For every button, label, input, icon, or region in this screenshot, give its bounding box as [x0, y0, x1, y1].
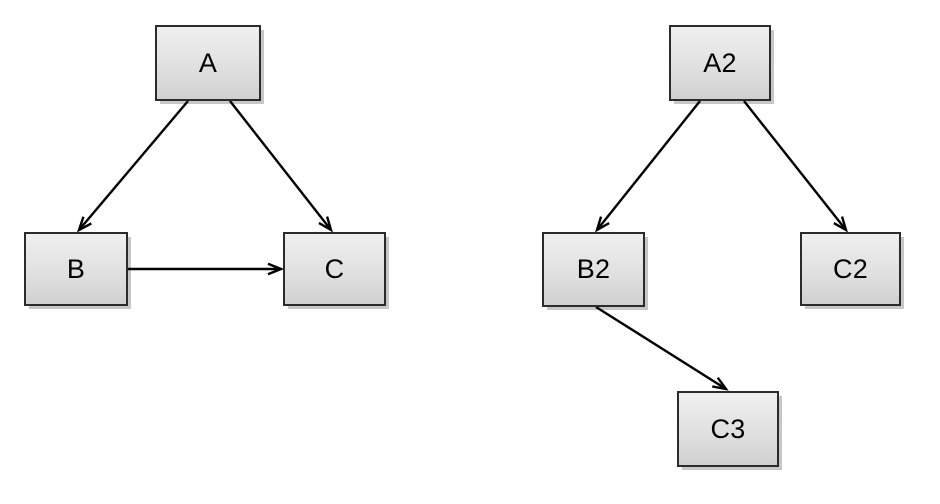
arrowhead-icon [76, 216, 92, 233]
node-label-c2: C2 [833, 253, 868, 284]
edge-a-c [229, 100, 333, 233]
edge-a2-b2 [594, 100, 701, 233]
node-b[interactable]: B [24, 232, 128, 306]
edge-b2-c3 [595, 305, 729, 391]
arrowhead-icon [318, 216, 333, 233]
edge-a-b [76, 100, 189, 233]
node-label-b: B [66, 253, 86, 284]
node-a[interactable]: A [155, 25, 261, 101]
arrowhead-icon [594, 216, 610, 233]
node-label-a2: A2 [703, 47, 737, 78]
node-a2[interactable]: A2 [669, 25, 771, 101]
edge-b-c [128, 262, 285, 276]
node-label-c: C [324, 253, 345, 284]
arrowhead-icon [833, 216, 849, 233]
node-label-b2: B2 [576, 254, 611, 284]
arrowhead-icon [267, 262, 285, 276]
node-b2[interactable]: B2 [542, 232, 645, 307]
node-label-a: A [198, 47, 218, 78]
node-c2[interactable]: C2 [800, 232, 901, 306]
edge-a2-c2 [743, 100, 849, 233]
node-c3[interactable]: C3 [677, 391, 779, 467]
node-label-c3: C3 [710, 413, 746, 444]
arrowhead-icon [712, 376, 729, 391]
node-c[interactable]: C [283, 232, 386, 306]
